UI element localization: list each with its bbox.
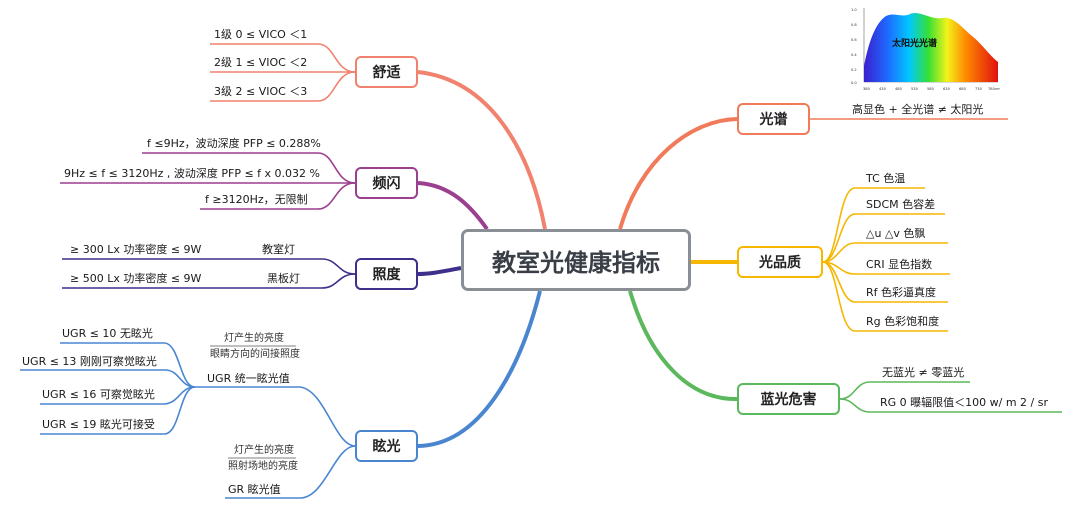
y-tick: 0.4 [851, 53, 857, 57]
quality-leaf-lines [822, 187, 950, 332]
x-tick: 380 [863, 87, 871, 91]
y-tick: 0.6 [851, 38, 857, 42]
illuminance-place[interactable]: 黑板灯 [267, 272, 300, 285]
link-center-flicker [417, 181, 489, 231]
x-tick: 580 [927, 87, 935, 91]
quality-item[interactable]: TC 色温 [866, 172, 906, 185]
quality-item[interactable]: CRI 显色指数 [866, 258, 933, 271]
quality-item[interactable]: SDCM 色容差 [866, 198, 936, 211]
link-center-bluelight [628, 290, 738, 402]
quality-item[interactable]: Rg 色彩饱和度 [866, 315, 940, 328]
central-topic[interactable]: 教室光健康指标 [461, 229, 691, 291]
illuminance-place[interactable]: 教室灯 [262, 243, 295, 256]
y-tick: 1.0 [851, 8, 857, 12]
ugr-item[interactable]: UGR ≤ 13 刚刚可察觉眩光 [22, 355, 157, 368]
illuminance-spec[interactable]: ≥ 500 Lx 功率密度 ≤ 9W [70, 272, 202, 285]
x-tick: 430 [879, 87, 887, 91]
link-center-spectrum [618, 117, 738, 230]
link-center-comfort [417, 70, 547, 230]
flicker-item[interactable]: f ≥3120Hz，无限制 [205, 193, 308, 206]
y-tick: 0.0 [851, 81, 857, 85]
illuminance-leaf-lines [62, 258, 356, 289]
bluelight-leaf-lines [839, 381, 1062, 413]
x-tick: 480 [895, 87, 903, 91]
illuminance-spec[interactable]: ≥ 300 Lx 功率密度 ≤ 9W [70, 243, 202, 256]
gr-label[interactable]: GR 眩光值 [228, 483, 281, 496]
bluelight-item[interactable]: RG 0 曝辐限值＜100 w/ m 2 / sr [880, 396, 1049, 409]
branch-glare[interactable]: 眩光 [355, 430, 418, 462]
branch-flicker[interactable]: 频闪 [355, 167, 418, 199]
comfort-item[interactable]: 1级 0 ≤ VICO ＜1 [214, 28, 308, 41]
link-center-illuminance [417, 266, 462, 276]
ugr-note-numerator: 灯产生的亮度 [224, 333, 284, 344]
x-tick: 680 [959, 87, 967, 91]
flicker-item[interactable]: 9Hz ≤ f ≤ 3120Hz , 波动深度 PFP ≤ f x 0.032 … [64, 167, 320, 180]
ugr-note-denominator: 眼睛方向的间接照度 [210, 349, 300, 360]
bluelight-item[interactable]: 无蓝光 ≠ 零蓝光 [882, 366, 965, 379]
comfort-item[interactable]: 3级 2 ≤ VIOC ＜3 [214, 85, 308, 98]
branch-bluelight[interactable]: 蓝光危害 [737, 383, 840, 415]
y-tick: 0.8 [851, 23, 857, 27]
spectrum-image-label: 太阳光光谱 [891, 37, 937, 49]
quality-item[interactable]: Rf 色彩逼真度 [866, 286, 937, 299]
comfort-item[interactable]: 2级 1 ≤ VIOC ＜2 [214, 56, 308, 69]
ugr-item[interactable]: UGR ≤ 10 无眩光 [62, 327, 153, 340]
solar-spectrum-chart: 1.0 0.8 0.6 0.4 0.2 0.0 380 430 480 530 … [851, 8, 1000, 91]
ugr-item[interactable]: UGR ≤ 16 可察觉眩光 [42, 388, 155, 401]
ugr-item[interactable]: UGR ≤ 19 眩光可接受 [42, 418, 155, 431]
flicker-leaf-lines [60, 152, 356, 210]
spectrum-item[interactable]: 高显色 + 全光谱 ≠ 太阳光 [852, 103, 984, 116]
comfort-leaf-lines [210, 43, 356, 102]
ugr-label[interactable]: UGR 统一眩光值 [207, 372, 290, 385]
glare-leaf-lines [20, 342, 356, 499]
quality-item[interactable]: △u △v 色飘 [866, 227, 926, 240]
branch-quality[interactable]: 光品质 [737, 246, 823, 278]
x-tick: 530 [911, 87, 919, 91]
x-tick: 630 [943, 87, 951, 91]
branch-spectrum[interactable]: 光谱 [737, 103, 810, 135]
branch-comfort[interactable]: 舒适 [355, 56, 418, 88]
y-tick: 0.2 [851, 68, 857, 72]
x-tick: 730 [975, 87, 983, 91]
flicker-item[interactable]: f ≤9Hz，波动深度 PFP ≤ 0.288% [147, 137, 321, 150]
x-tick: 780nm [988, 87, 1000, 91]
link-center-glare [417, 290, 542, 448]
branch-illuminance[interactable]: 照度 [355, 258, 418, 290]
gr-note-numerator: 灯产生的亮度 [234, 445, 294, 456]
gr-note-denominator: 照射场地的亮度 [228, 461, 298, 472]
